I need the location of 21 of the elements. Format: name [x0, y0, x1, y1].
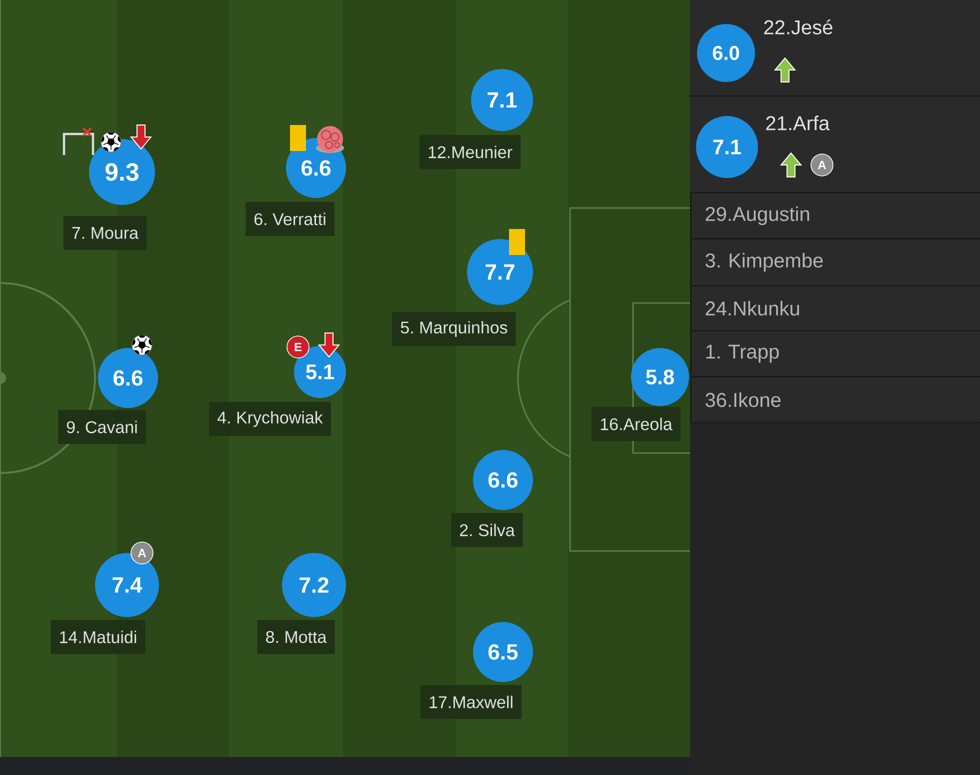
name-label: 16.Areola — [592, 407, 680, 441]
name-label: 6. Verratti — [246, 202, 334, 236]
name-label: 7. Moura — [63, 216, 147, 250]
letter-badge: A — [810, 154, 834, 176]
list-row: 29.Augustin — [690, 192, 980, 240]
name-label: 12.Meunier — [419, 135, 521, 169]
list-row: 36.Ikone — [690, 376, 980, 424]
name-label: 8. Motta — [257, 620, 335, 654]
name-label: 4. Krychowiak — [209, 402, 331, 436]
list-row: 1. Trapp — [690, 330, 980, 378]
name-label: 14.Matuidi — [50, 620, 146, 654]
player-name: 21.Arfa — [766, 116, 830, 130]
name-label: 5. Marquinhos — [392, 312, 516, 346]
name-label: 2. Silva — [451, 513, 523, 547]
letter-badge: A — [130, 542, 154, 564]
list-row: 3. Kimpembe — [690, 238, 980, 286]
name-label: 17.Maxwell — [420, 685, 522, 719]
player-name: 22.Jesé — [764, 20, 832, 34]
letter-badge: E — [286, 336, 310, 358]
name-label: 9. Cavani — [58, 410, 146, 444]
list-row: 24.Nkunku — [690, 285, 980, 332]
